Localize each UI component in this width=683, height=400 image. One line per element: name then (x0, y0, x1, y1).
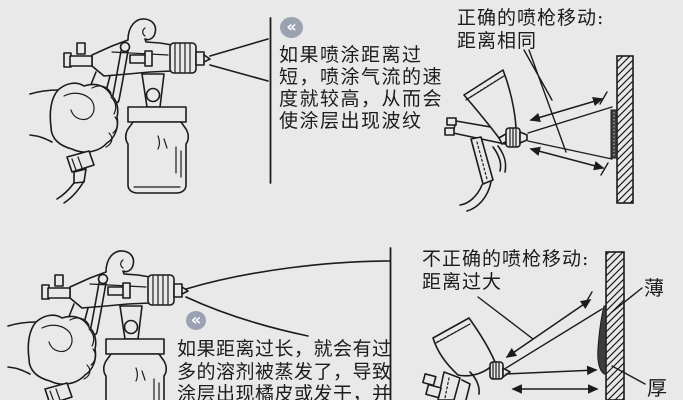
wall-hatched-top (616, 55, 634, 204)
spray-fan-bottom-left (185, 260, 391, 337)
paint-coat-uneven (597, 305, 607, 375)
spray-direction-arrow (505, 365, 598, 376)
correct-movement-title: 正确的喷枪移动: 距离相同 (457, 7, 604, 52)
title-line: 不正确的喷枪移动: (422, 248, 590, 270)
title-line: 正确的喷枪移动: (457, 7, 605, 29)
gravity-spray-gun-bottom (422, 317, 511, 400)
thick-coat-label: 厚 (647, 376, 667, 400)
thin-coat-label: 薄 (644, 276, 664, 300)
distance-arrow-up (529, 97, 604, 122)
siphon-gun-hand-illustration-top (29, 18, 269, 204)
note-line: 如果喷涂距离过 (279, 44, 423, 66)
spray-fan-top-left (209, 38, 269, 82)
title-line: 距离相同 (457, 29, 538, 52)
correct-movement-diagram (444, 49, 634, 212)
note-line: 使涂层出现波纹 (279, 110, 423, 132)
title-leader-lines (523, 49, 567, 153)
note-line: 度就较高，从而会 (279, 88, 444, 110)
title-line: 距离过大 (422, 270, 503, 293)
wall-tick-mark (584, 291, 593, 305)
double-chevron-icon: « (186, 311, 206, 330)
incorrect-movement-diagram (422, 251, 646, 400)
double-chevron-icon: « (280, 17, 303, 38)
wall-hatched-bottom (605, 251, 625, 400)
gravity-spray-gun-top (444, 69, 528, 212)
note-line: 涂层出现橘皮或发干，并 (177, 383, 392, 400)
spray-fan-bottom-right (505, 308, 603, 369)
distance-arrow-down (529, 146, 605, 171)
thin-label-leader (611, 287, 643, 313)
thick-label-leader (611, 365, 646, 385)
note-line: 如果距离过长，就会有过 (177, 338, 392, 360)
note-text-short-distance: 如果喷涂距离过 短，喷涂气流的速 度就较高，从而会 使涂层出现波纹 (279, 44, 443, 132)
note-line: 短，喷涂气流的速 (279, 66, 444, 88)
incorrect-movement-title: 不正确的喷枪移动: 距离过大 (422, 248, 589, 293)
note-line: 多的溶剂被蒸发了，导致 (177, 360, 392, 383)
siphon-gun-hand-illustration-bottom (7, 250, 391, 400)
diagonal-distance-arrow (505, 299, 592, 358)
note-text-long-distance: 如果距离过长，就会有过 多的溶剂被蒸发了，导致 涂层出现橘皮或发干，并 (177, 338, 392, 400)
title-leader-line (477, 296, 534, 340)
wall-tick-marks (599, 91, 609, 176)
